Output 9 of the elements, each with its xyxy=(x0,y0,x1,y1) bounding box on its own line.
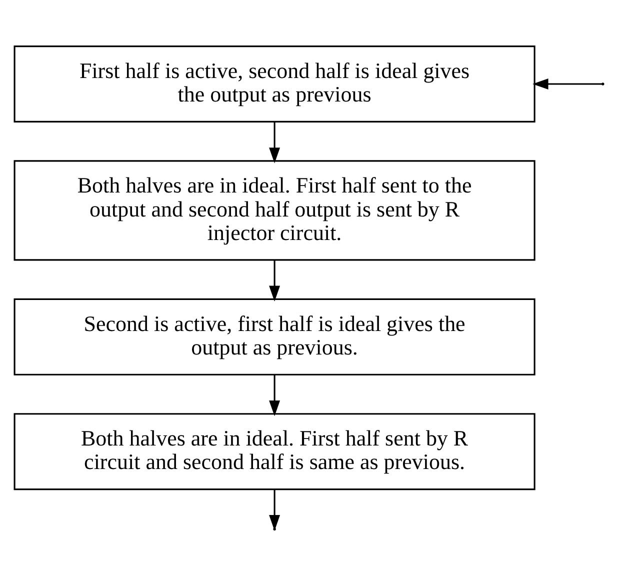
arrow xyxy=(269,489,280,530)
arrow xyxy=(269,374,280,416)
arrow xyxy=(269,260,280,301)
arrow xyxy=(532,78,602,89)
arrow xyxy=(269,121,280,163)
node-box: First half is active, second half is ideal gives the output as previous xyxy=(14,45,536,122)
node-box: Both halves are in ideal. First half sent by R circuit and second half is same as previous. xyxy=(14,412,536,490)
node-box: Both halves are in ideal. First half sent to the output and second half output is sent by R injector circuit. xyxy=(14,160,536,260)
node-box: Second is active, first half is ideal gives the output as previous. xyxy=(14,298,536,375)
